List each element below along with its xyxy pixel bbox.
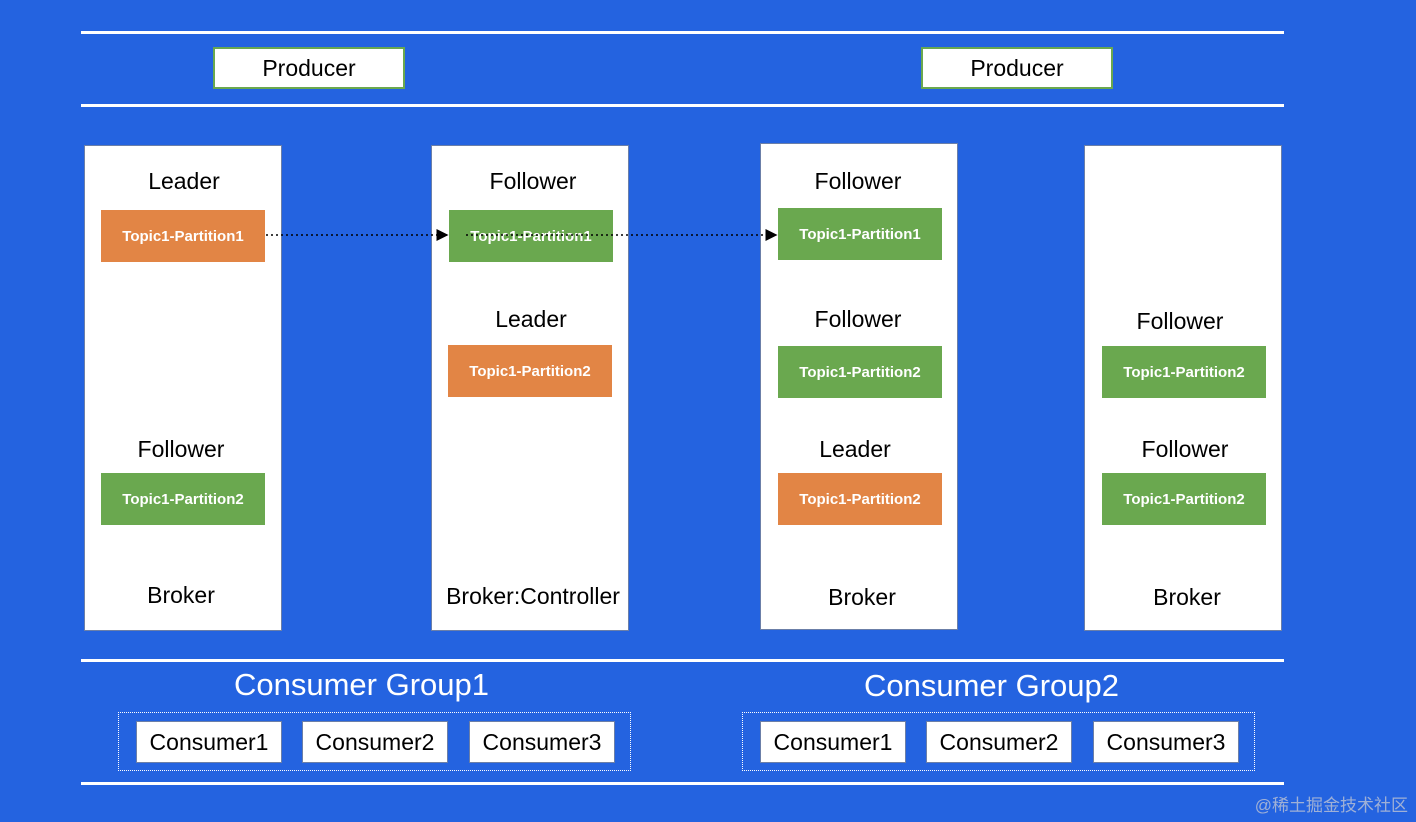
broker-2-partition-2: Topic1-Partition2	[448, 345, 612, 397]
broker-3-role-leader: Leader	[819, 436, 891, 462]
broker-1-label: Broker	[147, 582, 215, 608]
broker-1-role-leader: Leader	[148, 168, 220, 194]
group-1-consumer-2: Consumer2	[302, 721, 448, 763]
broker-3-role-follower-2: Follower	[814, 306, 902, 332]
consumer-divider	[81, 659, 1284, 662]
producer-divider	[81, 104, 1284, 107]
producer-box-2: Producer	[921, 47, 1113, 89]
broker-4: Follower Topic1-Partition2 Follower Topi…	[1084, 145, 1282, 631]
broker-2-label: Broker:Controller	[446, 583, 620, 609]
bottom-divider	[81, 782, 1284, 785]
group-2-consumer-1: Consumer1	[760, 721, 906, 763]
broker-2-role-leader: Leader	[495, 306, 567, 332]
consumer-group-2: Consumer1 Consumer2 Consumer3	[742, 712, 1255, 771]
group-2-consumer-2: Consumer2	[926, 721, 1072, 763]
broker-3-partition-3: Topic1-Partition2	[778, 473, 942, 525]
broker-1-partition-1: Topic1-Partition1	[101, 210, 265, 262]
consumer-group-2-title: Consumer Group2	[864, 668, 1120, 703]
producer-box-1: Producer	[213, 47, 405, 89]
watermark: @稀土掘金技术社区	[1254, 796, 1408, 815]
group-1-consumer-1: Consumer1	[136, 721, 282, 763]
broker-4-role-follower-1: Follower	[1136, 308, 1224, 334]
broker-3-partition-1: Topic1-Partition1	[778, 208, 942, 260]
broker-4-label: Broker	[1153, 584, 1221, 610]
group-2-consumer-3: Consumer3	[1093, 721, 1239, 763]
broker-4-partition-1: Topic1-Partition2	[1102, 346, 1266, 398]
broker-1-role-follower: Follower	[137, 436, 225, 462]
broker-4-role-follower-2: Follower	[1141, 436, 1229, 462]
broker-3-role-follower-1: Follower	[814, 168, 902, 194]
broker-2-partition-1: Topic1-Partition1	[449, 210, 613, 262]
broker-2-role-follower: Follower	[489, 168, 577, 194]
broker-1-partition-2: Topic1-Partition2	[101, 473, 265, 525]
group-1-consumer-3: Consumer3	[469, 721, 615, 763]
broker-1: Leader Topic1-Partition1 Follower Topic1…	[84, 145, 282, 631]
broker-3-label: Broker	[828, 584, 896, 610]
consumer-group-1: Consumer1 Consumer2 Consumer3	[118, 712, 631, 771]
broker-2-controller: Follower Topic1-Partition1 Leader Topic1…	[431, 145, 629, 631]
broker-3-partition-2: Topic1-Partition2	[778, 346, 942, 398]
top-divider	[81, 31, 1284, 34]
broker-3: Follower Topic1-Partition1 Follower Topi…	[760, 143, 958, 630]
broker-4-partition-2: Topic1-Partition2	[1102, 473, 1266, 525]
consumer-group-1-title: Consumer Group1	[234, 667, 490, 702]
